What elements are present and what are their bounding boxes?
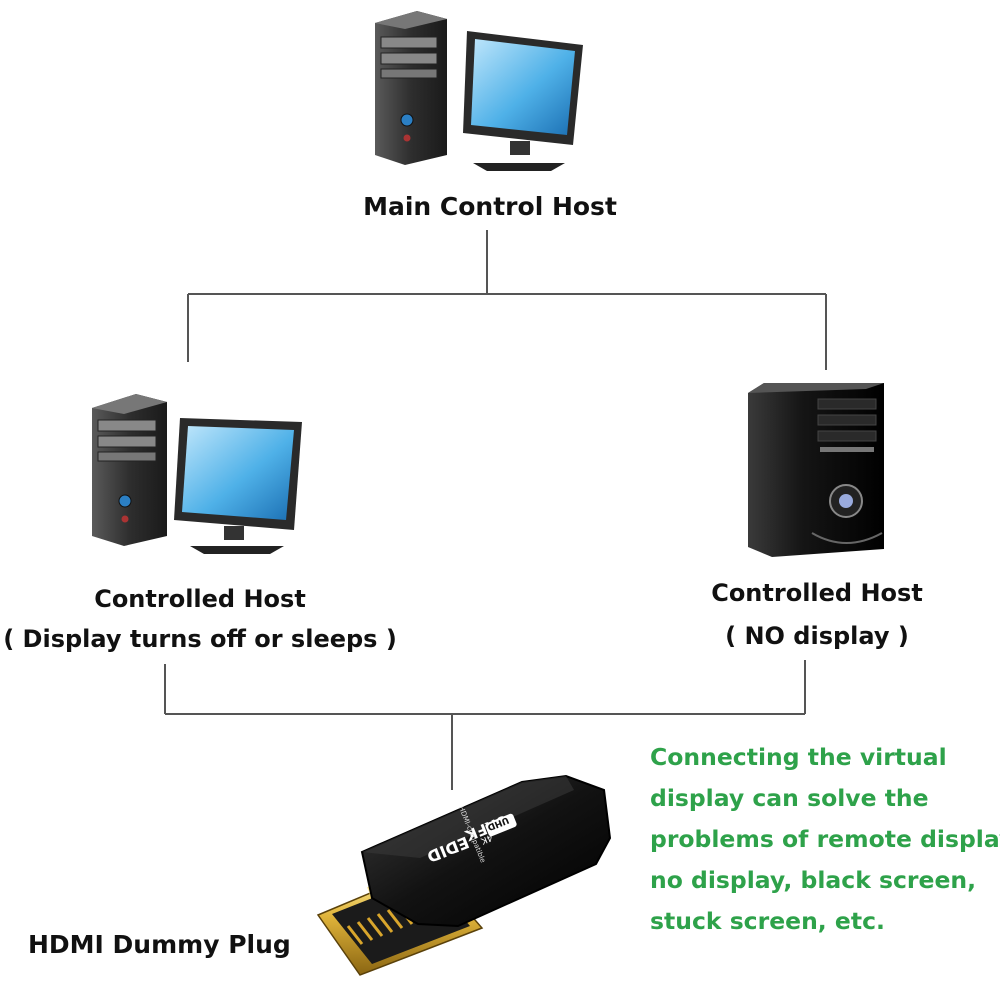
left-host-title: Controlled Host — [94, 585, 306, 613]
right-host-subtitle: ( NO display ) — [725, 622, 909, 650]
right-host-tower-icon — [748, 383, 884, 557]
main-host-computer-icon — [375, 11, 583, 171]
note-line: no display, black screen, — [650, 866, 977, 894]
left-host-label: Controlled Host ( Display turns off or s… — [0, 579, 400, 659]
main-host-label: Main Control Host — [363, 192, 617, 221]
plug-res-text: 4K — [478, 832, 494, 846]
right-host-title: Controlled Host — [711, 579, 923, 607]
note-text: Connecting the virtual display can solve… — [650, 737, 1000, 942]
plug-label: HDMI Dummy Plug — [28, 930, 291, 959]
note-line: problems of remote display, — [650, 825, 1000, 853]
left-host-computer-icon — [92, 394, 302, 554]
note-line: display can solve the — [650, 784, 929, 812]
hdmi-plug-icon — [316, 774, 612, 976]
left-host-subtitle: ( Display turns off or sleeps ) — [3, 625, 397, 653]
right-host-label: Controlled Host ( NO display ) — [617, 572, 1000, 658]
note-line: stuck screen, etc. — [650, 907, 885, 935]
note-line: Connecting the virtual — [650, 743, 947, 771]
plug-uhd-badge — [485, 813, 517, 837]
connector-lines — [164, 230, 827, 790]
